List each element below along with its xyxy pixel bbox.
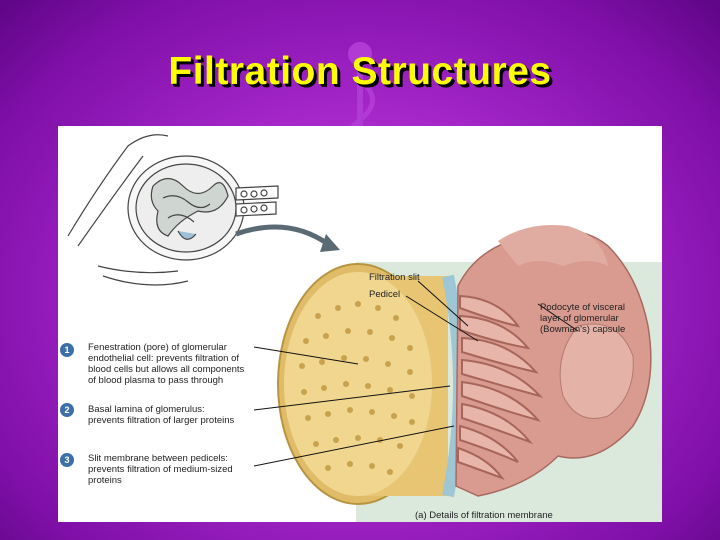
- label-fenestration: Fenestration (pore) of glomerular endoth…: [88, 342, 268, 386]
- label-slit-membrane-line-2: prevents filtration of medium-sized: [88, 464, 233, 475]
- curved-arrow: [235, 224, 330, 247]
- figure-caption: (a) Details of filtration membrane: [415, 510, 553, 521]
- label-podocyte-line-3: (Bowman's) capsule: [540, 324, 626, 335]
- label-slit-membrane-line-3: proteins: [88, 475, 122, 486]
- badge-3: 3: [60, 453, 74, 467]
- filtration-membrane-figure: Filtration slit Pedicel Podocyte of visc…: [58, 126, 662, 522]
- label-podocyte-line-1: Podocyte of visceral: [540, 302, 626, 313]
- label-filtration-slit: Filtration slit: [369, 272, 420, 283]
- label-basal-lamina-line-1: Basal lamina of glomerulus:: [88, 404, 205, 415]
- label-basal-lamina-line-2: prevents filtration of larger proteins: [88, 415, 235, 426]
- badge-2: 2: [60, 403, 74, 417]
- label-podocyte-line-2: layer of glomerular: [540, 313, 619, 324]
- label-slit-membrane-line-1: Slit membrane between pedicels:: [88, 453, 228, 464]
- label-pedicel: Pedicel: [369, 289, 401, 300]
- podocyte-cell: [455, 225, 652, 497]
- label-slit-membrane: Slit membrane between pedicels: prevents…: [88, 453, 268, 486]
- leader-lines: [253, 280, 579, 467]
- label-fenestration-line-4: of blood plasma to pass through: [88, 375, 224, 386]
- slide-title: Filtration Structures: [168, 50, 552, 93]
- label-fenestration-line-2: endothelial cell: prevents filtration of: [88, 353, 240, 364]
- endothelial-cell-cylinder: [277, 263, 465, 505]
- label-fenestration-line-1: Fenestration (pore) of glomerular: [88, 342, 227, 353]
- label-podocyte: Podocyte of visceral layer of glomerular…: [540, 302, 660, 335]
- label-fenestration-line-3: blood cells but allows all components: [88, 364, 245, 375]
- label-basal-lamina: Basal lamina of glomerulus: prevents fil…: [88, 404, 268, 426]
- figure-illustration: [67, 134, 662, 522]
- glomerulus-sketch: [67, 134, 279, 286]
- badge-1: 1: [60, 343, 74, 357]
